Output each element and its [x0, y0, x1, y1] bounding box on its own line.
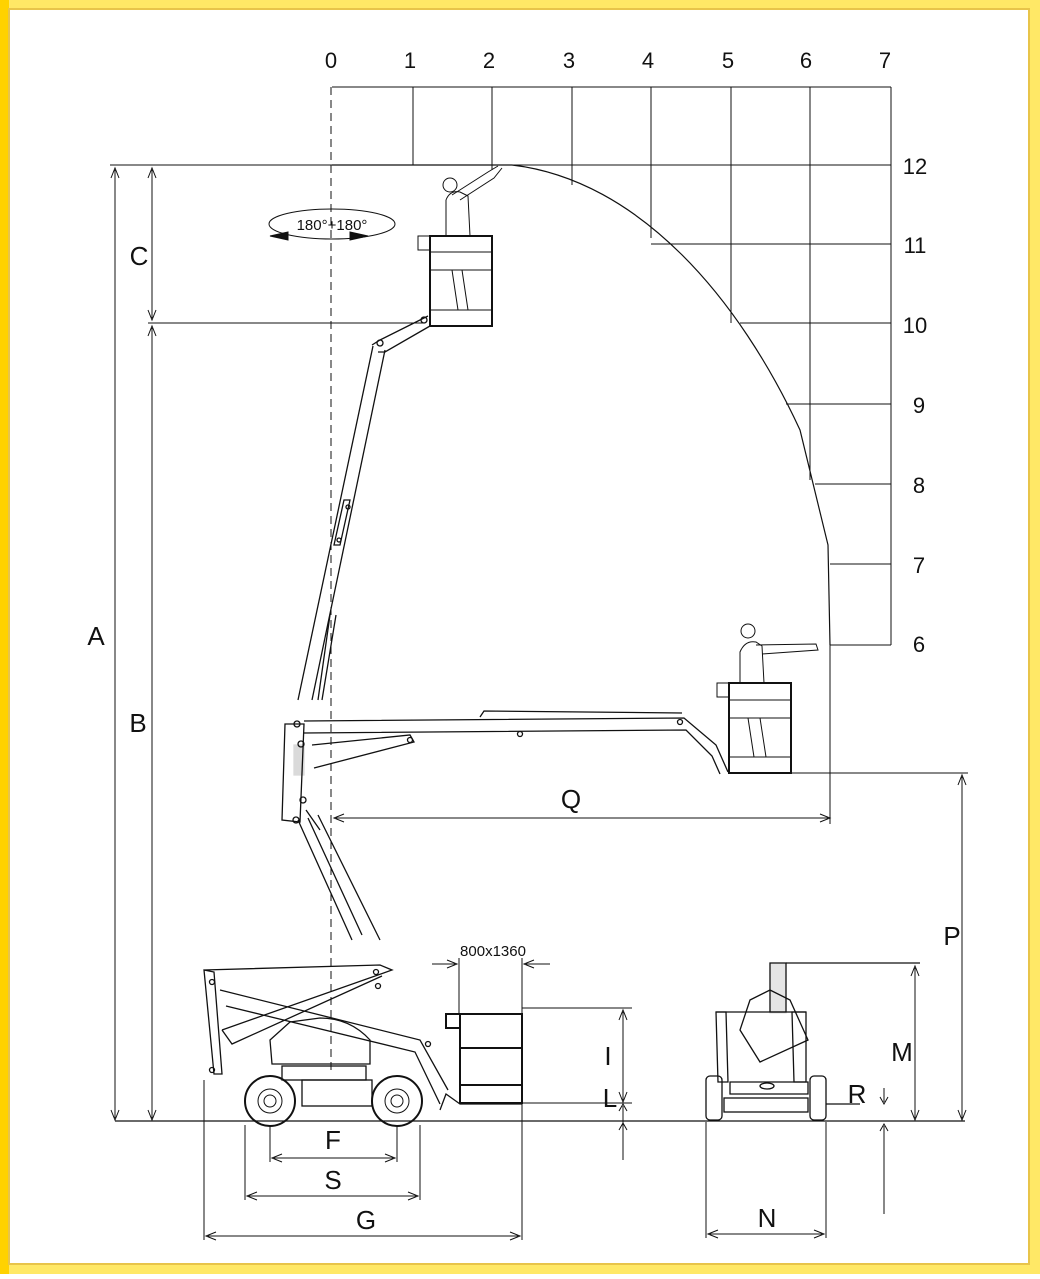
- reach-envelope-curve: [332, 164, 831, 646]
- lower-basket: [445, 1013, 523, 1104]
- dim-label-i: I: [604, 1041, 611, 1071]
- y-tick: 7: [913, 553, 925, 578]
- x-tick: 1: [404, 48, 416, 73]
- dimension-labels: A B C Q P I L M R F S G N: [87, 241, 960, 1235]
- y-tick: 8: [913, 473, 925, 498]
- upper-platform: [417, 165, 503, 327]
- y-tick: 12: [903, 154, 927, 179]
- dim-label-f: F: [325, 1125, 341, 1155]
- dim-label-q: Q: [561, 784, 581, 814]
- height-dimensions: [110, 164, 440, 1122]
- length-dimensions: [203, 1080, 523, 1241]
- y-tick: 11: [904, 233, 927, 258]
- dim-label-p: P: [943, 921, 960, 951]
- stowed-height-dimensions: [522, 1007, 632, 1160]
- drawing-area: [8, 8, 1030, 1265]
- y-tick: 10: [903, 313, 927, 338]
- lower-boom-segment: [297, 809, 381, 941]
- x-axis-ticks: 0 1 2 3 4 5 6 7: [325, 48, 891, 73]
- rotation-label: 180°+180°: [297, 217, 368, 234]
- dim-label-a: A: [87, 621, 105, 651]
- dim-label-n: N: [758, 1203, 777, 1233]
- x-tick: 4: [642, 48, 654, 73]
- dim-label-b: B: [129, 708, 146, 738]
- y-tick: 6: [913, 632, 925, 657]
- dim-label-m: M: [891, 1037, 913, 1067]
- horizontal-boom: [281, 710, 729, 824]
- x-tick: 6: [800, 48, 812, 73]
- dim-label-l: L: [603, 1083, 617, 1113]
- envelope-grid: [332, 86, 892, 646]
- basket-size-label: 800x1360: [460, 943, 526, 960]
- x-tick: 0: [325, 48, 337, 73]
- x-tick: 3: [563, 48, 575, 73]
- x-tick: 7: [879, 48, 891, 73]
- dim-label-g: G: [356, 1205, 376, 1235]
- front-view: [705, 962, 920, 1121]
- chassis-side-view: [203, 964, 522, 1111]
- outreach-dimension: [332, 645, 832, 824]
- rotation-indicator: [268, 208, 396, 241]
- basket-width-dimension: [432, 958, 550, 1014]
- front-view-dimensions: [705, 964, 920, 1239]
- x-tick: 5: [722, 48, 734, 73]
- extended-platform: [716, 623, 819, 774]
- dim-label-c: C: [130, 241, 149, 271]
- border-left-strip: [0, 0, 9, 1274]
- dim-label-s: S: [324, 1165, 341, 1195]
- platform-height-dimension: [790, 772, 968, 1122]
- x-tick: 2: [483, 48, 495, 73]
- raised-boom: [297, 315, 431, 701]
- dim-label-r: R: [848, 1079, 867, 1109]
- y-tick: 9: [913, 393, 925, 418]
- y-axis-ticks: 12 11 10 9 8 7 6: [903, 154, 927, 657]
